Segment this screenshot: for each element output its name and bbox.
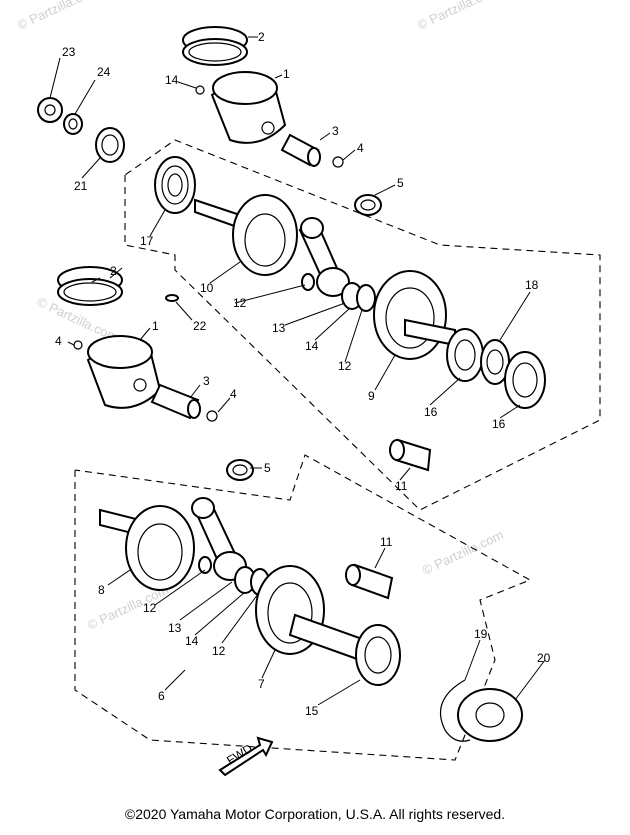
piston-rings-lower bbox=[57, 266, 123, 306]
callout-4: 4 bbox=[230, 387, 237, 401]
callout-15: 15 bbox=[305, 704, 319, 718]
circlip-19 bbox=[439, 679, 471, 742]
callout-4: 4 bbox=[357, 141, 364, 155]
watermark: © Partzilla.com bbox=[420, 527, 506, 578]
piston-upper bbox=[210, 71, 287, 144]
callout-1: 1 bbox=[152, 319, 159, 333]
copyright-notice: ©2020 Yamaha Motor Corporation, U.S.A. A… bbox=[124, 806, 506, 822]
callout-19: 19 bbox=[474, 627, 488, 641]
crank-pin-11-upper bbox=[389, 438, 432, 472]
callout-11: 11 bbox=[380, 535, 393, 549]
needle-bearing-upper bbox=[354, 194, 382, 216]
crankpin-bearing-upper bbox=[301, 273, 376, 312]
callout-16: 16 bbox=[424, 405, 438, 419]
callout-8: 8 bbox=[98, 583, 105, 597]
crank-half-7 bbox=[255, 565, 367, 662]
crankshaft-piston-diagram: © Partzilla.com © Partzilla.com © Partzi… bbox=[15, 0, 601, 777]
callout-20: 20 bbox=[537, 651, 551, 665]
crank-half-8 bbox=[99, 505, 195, 591]
piston-pin-upper bbox=[280, 133, 321, 167]
clip-lower-left bbox=[73, 340, 83, 350]
callout-2: 2 bbox=[258, 30, 265, 44]
callout-14: 14 bbox=[185, 634, 199, 648]
callout-3: 3 bbox=[332, 124, 339, 138]
watermark: © Partzilla.com bbox=[15, 0, 101, 33]
bearing-16-a bbox=[446, 328, 484, 382]
callout-12: 12 bbox=[212, 644, 226, 658]
connecting-rod-upper bbox=[298, 217, 350, 297]
callout-12: 12 bbox=[233, 296, 247, 310]
needle-bearing-lower bbox=[226, 459, 254, 481]
oil-seal-20 bbox=[457, 688, 523, 742]
leader-lines bbox=[49, 36, 546, 706]
spacer-18 bbox=[480, 339, 510, 385]
callout-5: 5 bbox=[397, 176, 404, 190]
watermark: © Partzilla.com bbox=[415, 0, 501, 33]
clip-upper-left bbox=[195, 85, 205, 95]
callout-14: 14 bbox=[165, 73, 179, 87]
callout-14: 14 bbox=[305, 339, 319, 353]
assembly-outline-upper bbox=[124, 139, 601, 511]
callout-6: 6 bbox=[158, 689, 165, 703]
callout-13: 13 bbox=[168, 621, 182, 635]
callout-24: 24 bbox=[97, 65, 111, 79]
piston-pin-lower bbox=[150, 383, 201, 420]
piston-lower bbox=[86, 335, 162, 409]
callout-11: 11 bbox=[395, 479, 408, 493]
callout-18: 18 bbox=[525, 278, 539, 292]
callout-23: 23 bbox=[62, 45, 76, 59]
clip-lower-right bbox=[206, 410, 218, 422]
callout-3: 3 bbox=[203, 374, 210, 388]
callout-21: 21 bbox=[74, 179, 88, 193]
callout-12: 12 bbox=[338, 359, 352, 373]
callout-12: 12 bbox=[143, 601, 157, 615]
bearing-17 bbox=[154, 156, 196, 214]
connecting-rod-lower bbox=[191, 497, 247, 581]
callout-10: 10 bbox=[200, 281, 214, 295]
clip-upper-right bbox=[332, 156, 344, 168]
callouts: 2 1 14 3 4 5 23 24 21 17 10 12 13 14 12 … bbox=[55, 30, 551, 718]
crank-half-9 bbox=[373, 270, 456, 360]
callout-5: 5 bbox=[264, 461, 271, 475]
callout-13: 13 bbox=[272, 321, 286, 335]
key-22 bbox=[165, 294, 179, 302]
crank-half-10 bbox=[194, 194, 298, 276]
callout-7: 7 bbox=[258, 677, 265, 691]
callout-2: 2 bbox=[110, 264, 117, 278]
callout-9: 9 bbox=[368, 389, 375, 403]
callout-16: 16 bbox=[492, 417, 506, 431]
nut-23 bbox=[37, 97, 63, 123]
callout-22: 22 bbox=[193, 319, 207, 333]
oil-seal-21 bbox=[95, 127, 125, 163]
callout-4: 4 bbox=[55, 334, 62, 348]
fwd-arrow: FWD bbox=[218, 736, 274, 777]
assembly-outline-lower bbox=[74, 454, 532, 761]
callout-17: 17 bbox=[140, 234, 154, 248]
piston-rings-upper bbox=[182, 26, 248, 66]
crank-pin-11-lower bbox=[345, 563, 394, 600]
callout-1: 1 bbox=[283, 67, 290, 81]
bearing-15 bbox=[355, 624, 401, 686]
washer-24 bbox=[63, 113, 83, 135]
bearing-16-b bbox=[504, 351, 546, 409]
